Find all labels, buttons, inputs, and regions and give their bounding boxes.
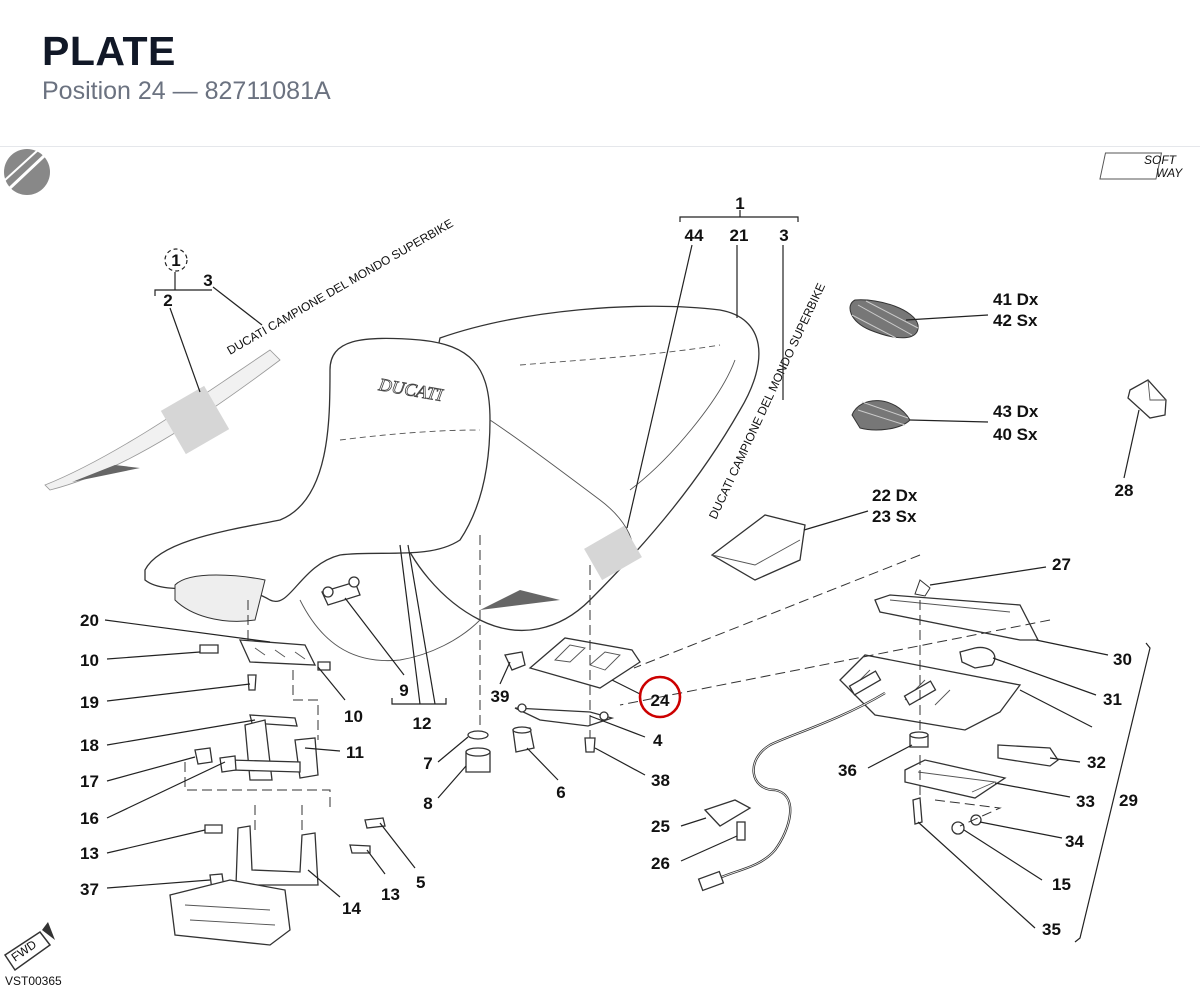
callout-21: 21 [730,226,749,245]
callout-labels: 1 44 21 3 1 3 2 41 Dx 42 Sx 43 Dx 40 Sx … [80,194,1138,939]
callout-9: 9 [399,681,408,700]
callout-30: 30 [1113,650,1132,669]
assembly-circle-1 [164,248,188,272]
nut-part-6 [512,726,535,753]
bolt-part-38 [584,737,596,753]
callout-4: 4 [653,731,663,750]
callout-36: 36 [838,761,857,780]
manufacturer-logo-icon [4,149,50,195]
callout-19: 19 [80,693,99,712]
softway-logo-icon: SOFT WAY [1099,152,1183,180]
callout-3-left: 3 [203,271,212,290]
assembly-guide-lines [184,535,1051,830]
highlight-circle [638,675,682,719]
seat-hook-part [321,576,361,606]
callout-3: 3 [779,226,788,245]
callout-43: 43 Dx [993,402,1039,421]
callout-17: 17 [80,772,99,791]
position-label: Position 24 [42,77,166,105]
part-number: 82711081A [204,77,331,105]
callout-16: 16 [80,809,99,828]
callout-24-highlighted[interactable]: 24 [651,691,670,710]
callout-44: 44 [685,226,704,245]
callout-1-left: 1 [171,251,180,270]
callout-41: 41 Dx [993,290,1039,309]
page-header: PLATE Position 24 — 82711081A [0,0,1200,147]
bulb-part [959,646,996,669]
rubber-pad-lower [851,400,911,431]
callout-32: 32 [1087,753,1106,772]
softway-text-top: SOFT [1144,153,1178,167]
callout-14: 14 [342,899,361,918]
callout-39: 39 [491,687,510,706]
callout-2: 2 [163,291,172,310]
diagram-code: VST00365 [5,974,62,988]
callout-10-right: 10 [344,707,363,726]
light-housing-part [839,654,1022,731]
clip-part [1127,379,1167,419]
washer-part [951,814,982,835]
callout-11: 11 [346,743,364,762]
callout-7: 7 [423,754,432,773]
callout-29: 29 [1119,791,1138,810]
stud-part [997,744,1059,767]
washer-part-7 [467,730,489,740]
screw-part-35 [912,797,923,825]
callout-13: 13 [80,844,99,863]
plate-part [528,637,641,689]
bracket-part [904,759,1007,799]
foam-pad-part [710,514,806,581]
callout-1: 1 [735,194,744,213]
grommet-part [909,731,929,748]
callout-40: 40 Sx [993,425,1038,444]
wiring-cable [697,691,886,892]
softway-text-bottom: WAY [1156,166,1183,180]
callout-23: 23 Sx [872,507,917,526]
callout-26: 26 [651,854,670,873]
tail-light-part [874,579,1040,641]
decal-text-left: DUCATI CAMPIONE DEL MONDO SUPERBIKE [225,216,456,357]
callout-34: 34 [1065,832,1084,851]
leader-lines [104,210,1151,943]
callout-38: 38 [651,771,670,790]
callout-25: 25 [651,817,670,836]
forward-direction-icon: FWD [3,922,55,972]
callout-28: 28 [1115,481,1134,500]
callout-8: 8 [423,794,432,813]
callout-10: 10 [80,651,99,670]
callout-33: 33 [1076,792,1095,811]
subtitle-separator: — [172,77,198,105]
callout-42: 42 Sx [993,311,1038,330]
bracket-part-4 [514,703,615,727]
knob-part-39 [504,651,526,671]
callout-22: 22 Dx [872,486,918,505]
callout-13-lower: 13 [381,885,400,904]
callout-6: 6 [556,783,565,802]
callout-20: 20 [80,611,99,630]
callout-35: 35 [1042,920,1061,939]
callout-12: 12 [413,714,432,733]
callout-18: 18 [80,736,99,755]
callout-37: 37 [80,880,99,899]
callout-15: 15 [1052,875,1071,894]
page-title: PLATE [42,28,176,74]
bushing-part-8 [465,747,491,773]
callout-27: 27 [1052,555,1071,574]
seat-latch-assembly [169,639,386,946]
callout-31: 31 [1103,690,1122,709]
rubber-pad-upper [849,299,919,339]
page-subtitle: Position 24 — 82711081A [42,77,331,106]
callout-5: 5 [416,873,425,892]
